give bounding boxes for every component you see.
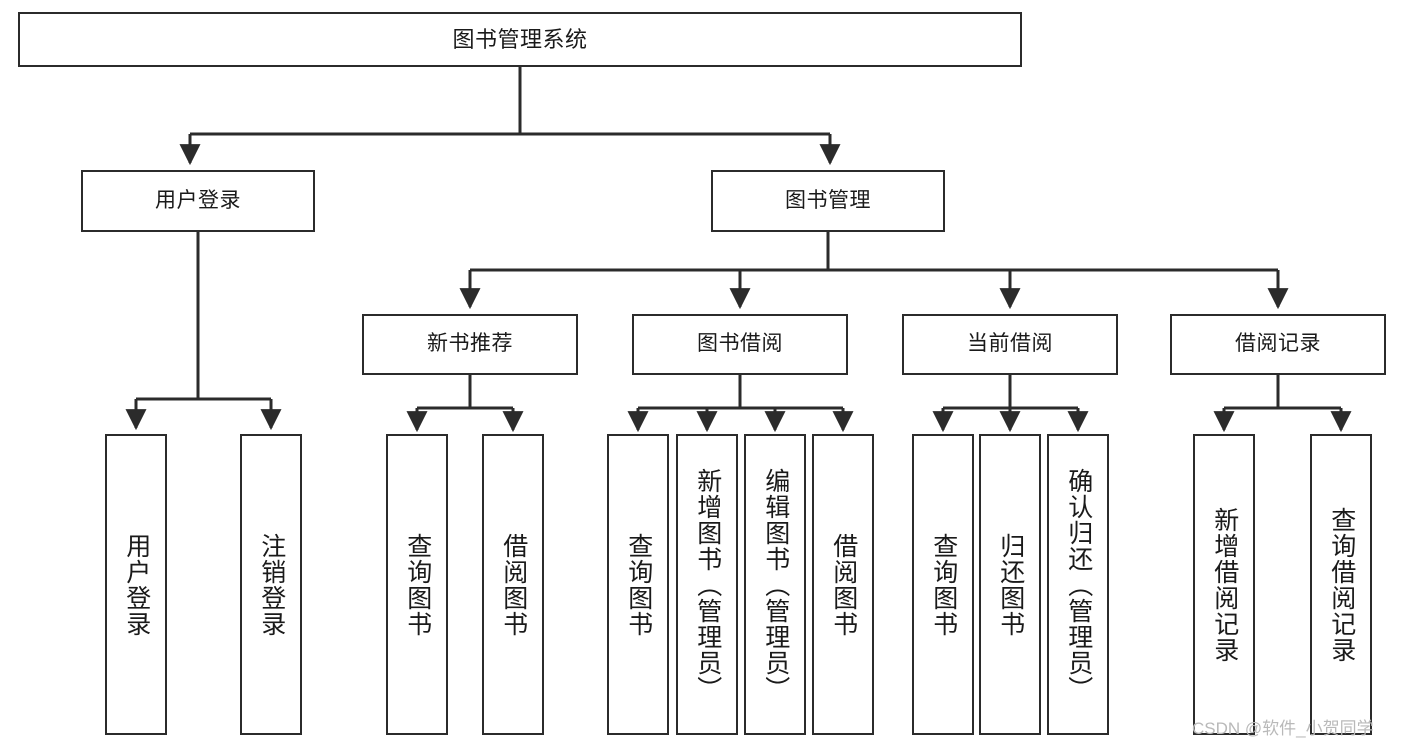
node-label: 查询图书	[403, 532, 432, 637]
watermark-text: CSDN @软件_小贺同学	[1192, 719, 1374, 738]
leaf-user-login[interactable]: 用户登录	[105, 434, 167, 735]
node-label: 新增图书（管理员）	[693, 467, 722, 702]
node-label: 新增借阅记录	[1210, 506, 1239, 663]
node-book-borrowing[interactable]: 图书借阅	[632, 314, 848, 375]
leaf-borrow-book-recommend[interactable]: 借阅图书	[482, 434, 544, 735]
node-book-management[interactable]: 图书管理	[711, 170, 945, 232]
node-label: 查询图书	[624, 532, 653, 637]
node-label: 图书借阅	[697, 332, 783, 356]
leaf-add-book-admin[interactable]: 新增图书（管理员）	[676, 434, 738, 735]
node-label: 借阅图书	[499, 532, 528, 637]
leaf-query-book-recommend[interactable]: 查询图书	[386, 434, 448, 735]
node-current-borrowing[interactable]: 当前借阅	[902, 314, 1118, 375]
leaf-confirm-return-admin[interactable]: 确认归还（管理员）	[1047, 434, 1109, 735]
node-label: 借阅记录	[1235, 332, 1321, 356]
leaf-query-book-current[interactable]: 查询图书	[912, 434, 974, 735]
leaf-query-borrow-record[interactable]: 查询借阅记录	[1310, 434, 1372, 735]
node-root-book-management-system[interactable]: 图书管理系统	[18, 12, 1022, 67]
leaf-add-borrow-record[interactable]: 新增借阅记录	[1193, 434, 1255, 735]
leaf-logout[interactable]: 注销登录	[240, 434, 302, 735]
node-label: 查询借阅记录	[1327, 506, 1356, 663]
node-label: 注销登录	[257, 532, 286, 637]
leaf-query-book-borrow[interactable]: 查询图书	[607, 434, 669, 735]
leaf-return-book[interactable]: 归还图书	[979, 434, 1041, 735]
leaf-edit-book-admin[interactable]: 编辑图书（管理员）	[744, 434, 806, 735]
node-label: 图书管理系统	[452, 26, 588, 52]
node-label: 新书推荐	[427, 332, 513, 356]
node-new-book-recommendation[interactable]: 新书推荐	[362, 314, 578, 375]
node-label: 确认归还（管理员）	[1064, 467, 1093, 702]
node-label: 当前借阅	[967, 332, 1053, 356]
node-label: 用户登录	[155, 188, 241, 212]
leaf-borrow-book[interactable]: 借阅图书	[812, 434, 874, 735]
node-user-login[interactable]: 用户登录	[81, 170, 315, 232]
node-label: 图书管理	[785, 188, 871, 212]
node-label: 查询图书	[929, 532, 958, 637]
node-label: 用户登录	[122, 532, 151, 637]
node-label: 借阅图书	[829, 532, 858, 637]
node-label: 编辑图书（管理员）	[761, 467, 790, 702]
node-label: 归还图书	[996, 532, 1025, 637]
node-borrowing-record[interactable]: 借阅记录	[1170, 314, 1386, 375]
